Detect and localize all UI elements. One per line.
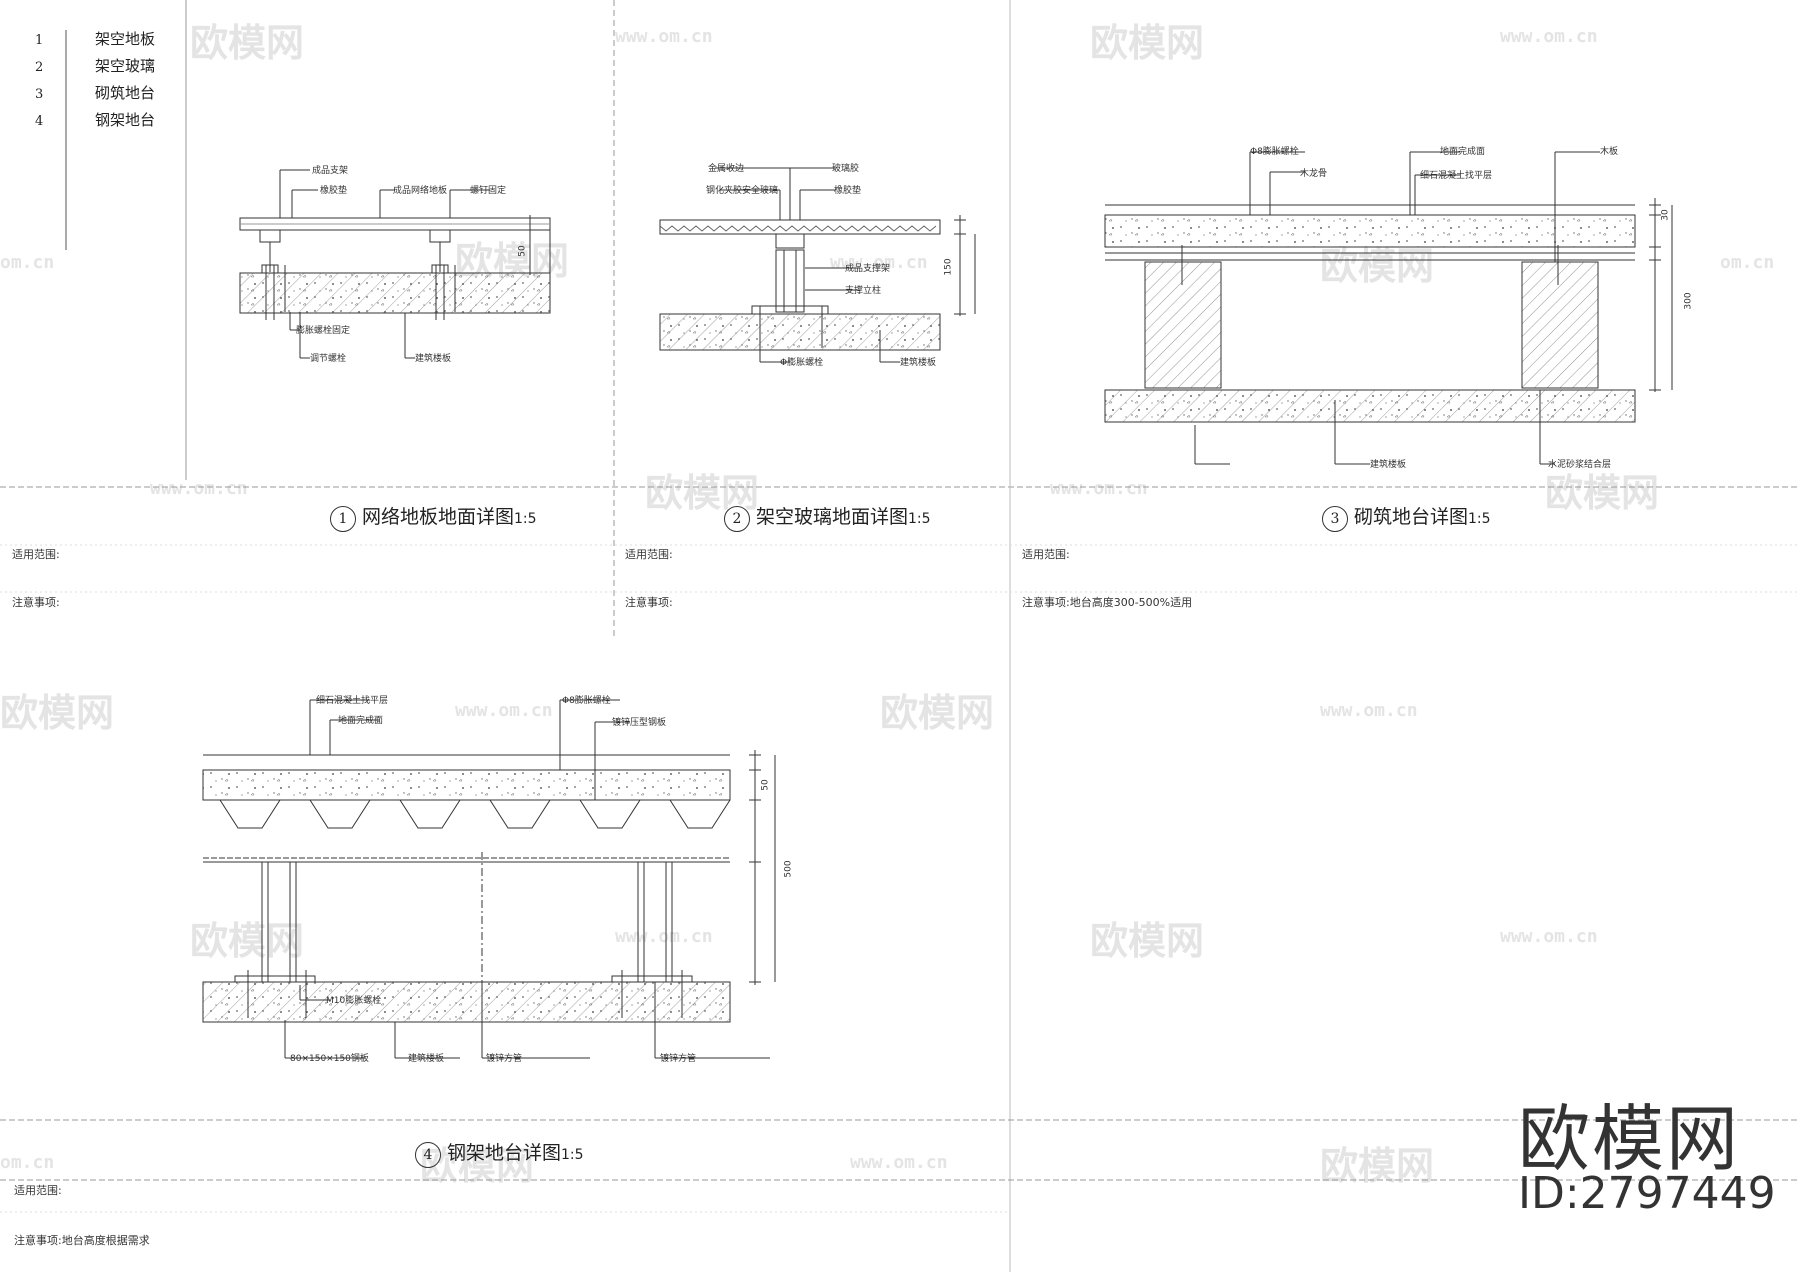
- detail-number: 1: [330, 506, 356, 532]
- dimension-label: 300: [1683, 292, 1694, 310]
- range-label: 适用范围:: [625, 548, 673, 561]
- watermark-url: www.om.cn: [1050, 478, 1148, 499]
- note-label: 注意事项:: [625, 596, 673, 609]
- watermark-url: www.om.cn: [150, 478, 248, 499]
- watermark-brand: 欧模网: [190, 919, 305, 963]
- range-label: 适用范围:: [12, 548, 60, 561]
- annotation-label: M10膨胀螺栓: [326, 996, 382, 1006]
- range-label: 适用范围:: [14, 1184, 62, 1197]
- watermark-url: om.cn: [0, 1152, 55, 1173]
- watermark-brand: 欧模网: [1320, 244, 1435, 288]
- annotation-label: 支撑立柱: [845, 286, 882, 296]
- annotation-label: 金属收边: [708, 164, 745, 174]
- annotation-label: 膨胀螺栓固定: [296, 326, 351, 336]
- annotation-label: 橡胶垫: [834, 186, 862, 196]
- dimension-label: 150: [943, 258, 954, 276]
- watermark-brand: 欧模网: [1090, 919, 1205, 963]
- brand-logo: 欧模网: [1518, 1097, 1741, 1181]
- annotation-label: 成品网络地板: [393, 186, 448, 196]
- annotation-label: 细石混凝土找平层: [1420, 171, 1493, 181]
- watermark-url: www.om.cn: [1320, 700, 1418, 721]
- annotation-label: 调节螺栓: [310, 354, 347, 364]
- annotation-label: 钢化夹胶安全玻璃: [706, 186, 779, 196]
- annotation-label: Φ8膨胀螺栓: [562, 696, 611, 706]
- annotation-label: 地面完成面: [338, 716, 384, 726]
- detail-number: 2: [724, 506, 750, 532]
- brand-id: ID:2797449: [1518, 1168, 1776, 1219]
- range-label: 适用范围:: [1022, 548, 1070, 561]
- annotation-label: 镀锌压型钢板: [612, 718, 667, 728]
- watermark-url: www.om.cn: [1500, 926, 1598, 947]
- dimension-label: 500: [783, 860, 794, 878]
- watermark-brand: 欧模网: [1090, 21, 1205, 65]
- annotation-label: Φ膨胀螺栓: [780, 358, 824, 368]
- annotation-label: 木龙骨: [1300, 169, 1328, 179]
- dimension-label: 50: [760, 779, 771, 791]
- annotation-label: 螺钉固定: [470, 186, 507, 196]
- watermark-url: www.om.cn: [850, 1152, 948, 1173]
- annotation-label: 玻璃胶: [832, 164, 860, 174]
- watermark-url: www.om.cn: [455, 700, 553, 721]
- annotation-label: 成品支架: [312, 166, 349, 176]
- annotation-label: 镀锌方管: [660, 1054, 697, 1064]
- watermark-brand: 欧模网: [190, 21, 305, 65]
- annotation-label: 成品支撑架: [845, 264, 891, 274]
- watermark-url: www.om.cn: [615, 926, 713, 947]
- annotation-label: 细石混凝土找平层: [316, 696, 389, 706]
- annotation-label: 橡胶垫: [320, 186, 348, 196]
- annotation-label: 木板: [1600, 147, 1619, 157]
- detail-3-masonry-platform: [1104, 151, 1673, 465]
- annotation-label: 建筑楼板: [1370, 460, 1407, 470]
- watermark-brand: 欧模网: [0, 691, 115, 735]
- watermark-url: om.cn: [1720, 252, 1775, 273]
- watermark-url: www.om.cn: [1500, 26, 1598, 47]
- annotation-label: 镀锌方管: [486, 1054, 523, 1064]
- note-label: 注意事项:地台高度300-500%适用: [1022, 596, 1193, 609]
- annotation-label: 水泥砂浆结合层: [1548, 460, 1612, 470]
- detail-1-network-floor: [239, 169, 551, 359]
- detail-number: 3: [1322, 506, 1348, 532]
- detail-number: 4: [415, 1142, 441, 1168]
- annotation-label: Φ8膨胀螺栓: [1250, 147, 1299, 157]
- note-label: 注意事项:地台高度根据需求: [14, 1234, 150, 1247]
- annotation-label: 80×150×150钢板: [290, 1054, 369, 1064]
- annotation-label: 地面完成面: [1440, 147, 1486, 157]
- watermark-brand: 欧模网: [1320, 1144, 1435, 1188]
- watermark-brand: 欧模网: [1545, 471, 1660, 515]
- annotation-label: 建筑楼板: [408, 1054, 445, 1064]
- detail-4-steel-platform: [202, 699, 776, 1059]
- dimension-label: 30: [1660, 209, 1671, 221]
- annotation-label: 建筑楼板: [900, 358, 937, 368]
- watermark-url: www.om.cn: [615, 26, 713, 47]
- watermark-brand: 欧模网: [880, 691, 995, 735]
- watermark-url: om.cn: [0, 252, 55, 273]
- note-label: 注意事项:: [12, 596, 60, 609]
- annotation-label: 建筑楼板: [415, 354, 452, 364]
- detail-2-glass-floor: [659, 167, 976, 363]
- dimension-label: 50: [517, 245, 528, 257]
